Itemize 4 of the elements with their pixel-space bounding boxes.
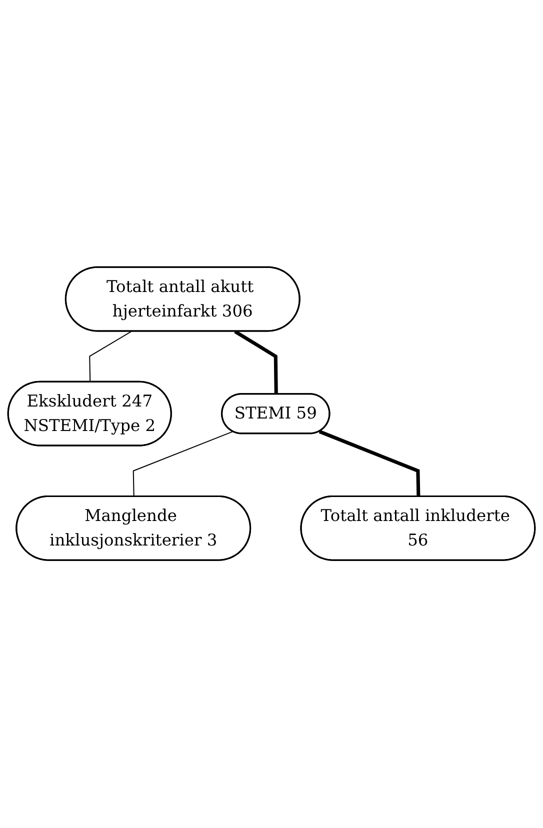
connector: [89, 331, 132, 383]
connector: [318, 430, 420, 498]
connector: [234, 330, 278, 395]
connector: [132, 431, 233, 498]
